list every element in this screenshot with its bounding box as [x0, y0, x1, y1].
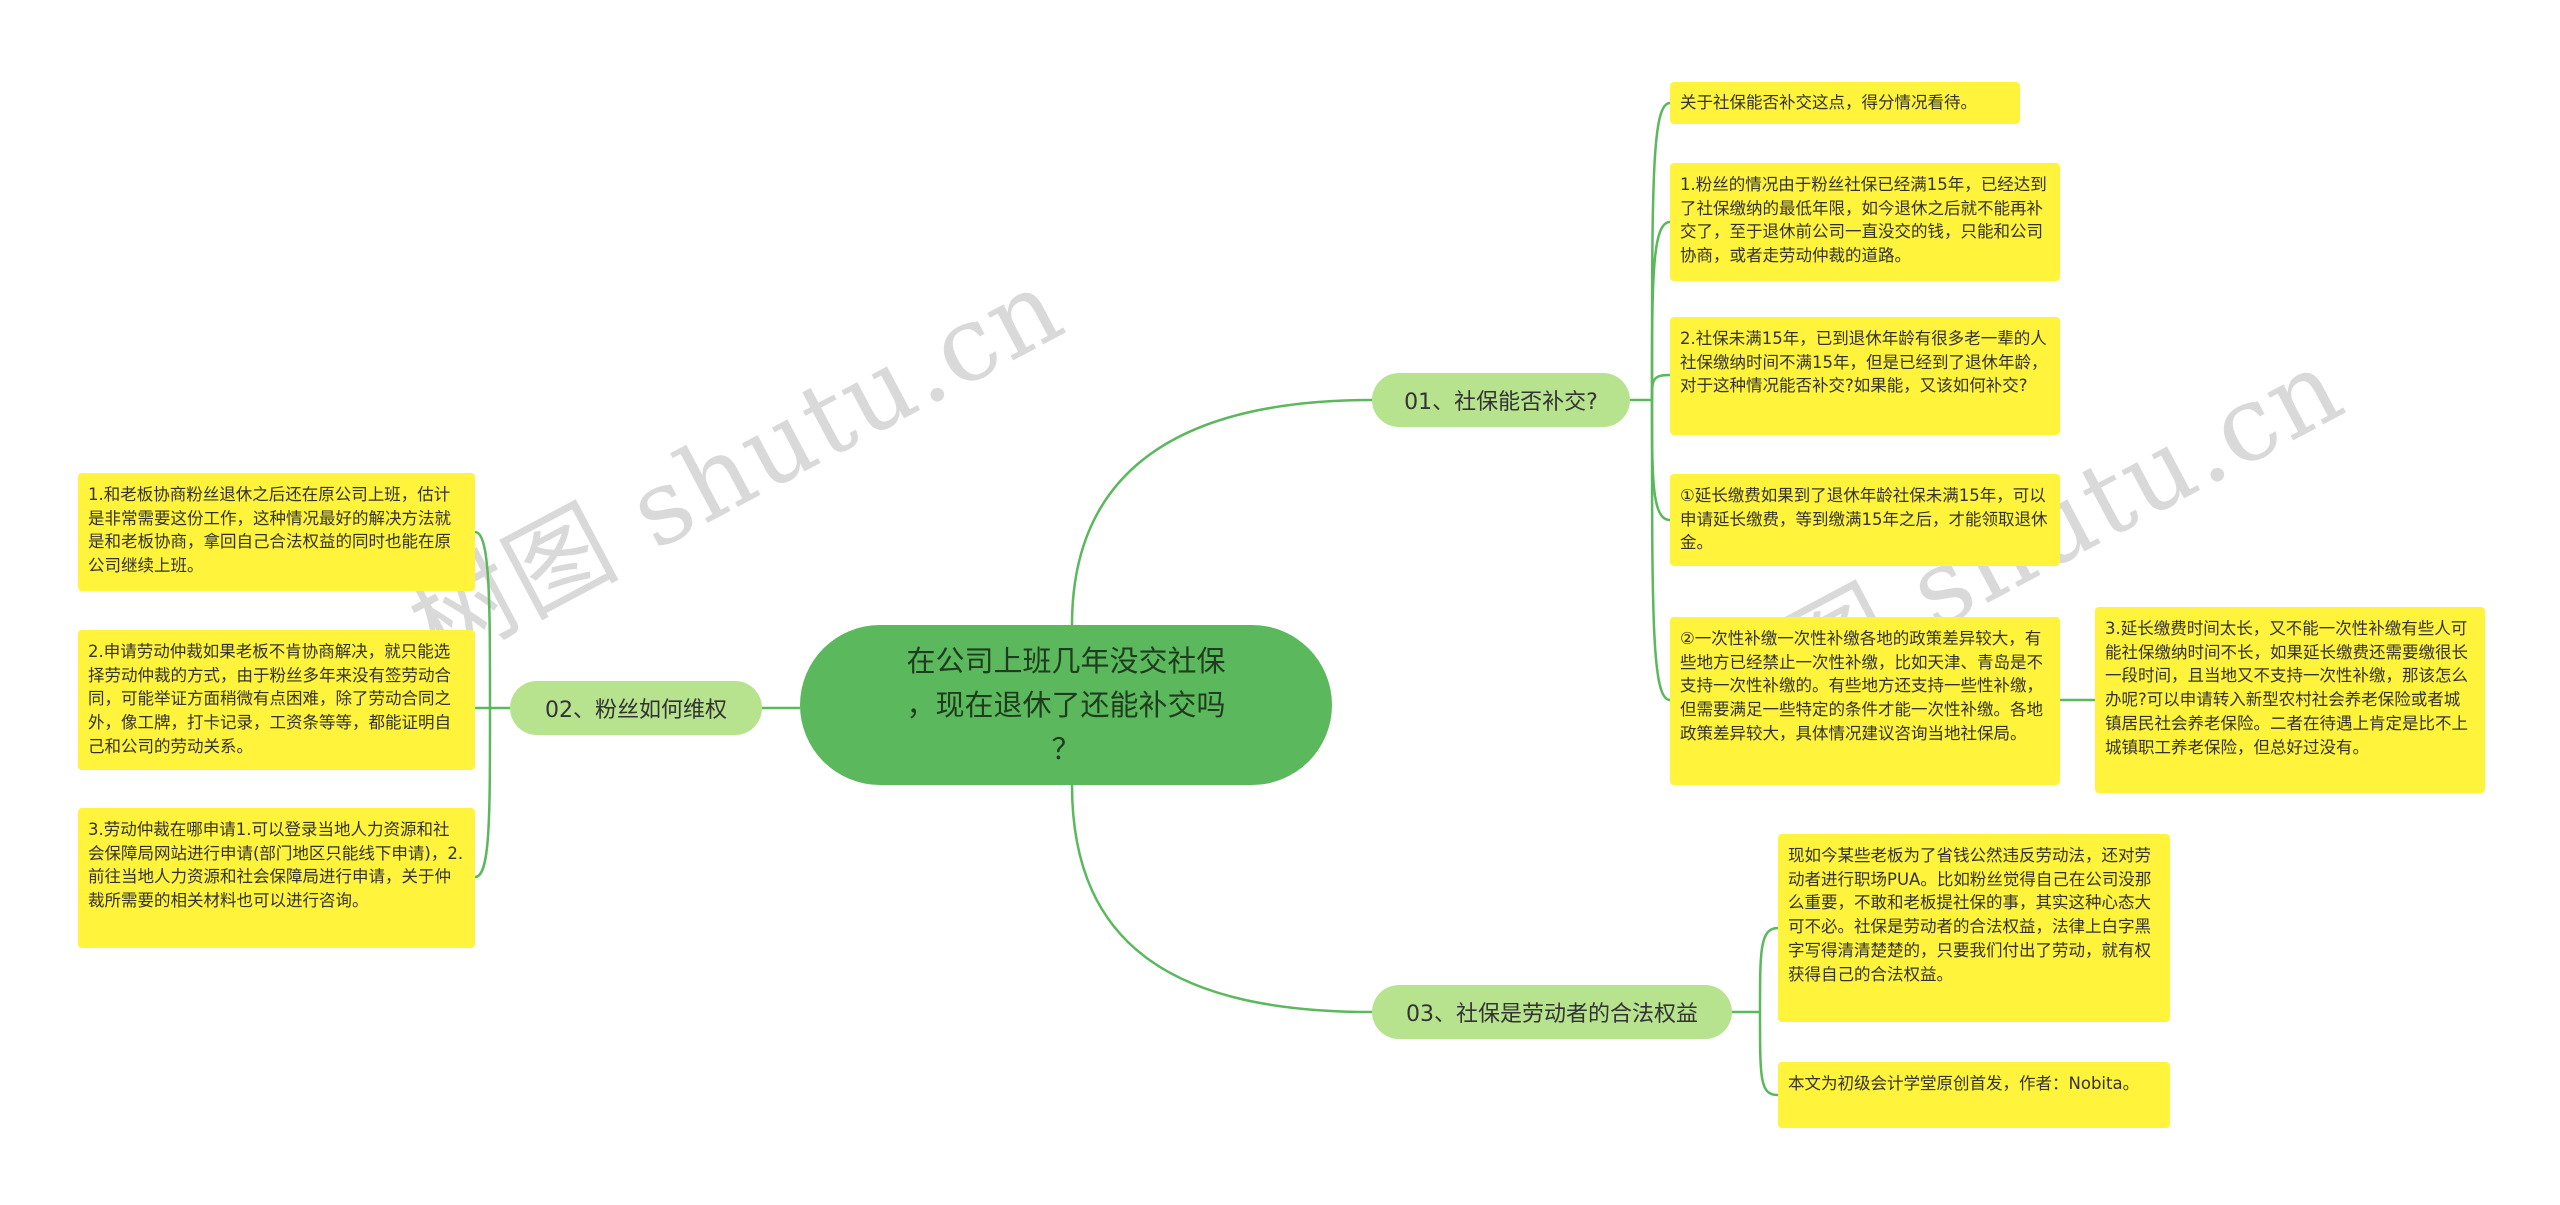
leaf-b3-2[interactable]: 本文为初级会计学堂原创首发，作者：Nobita。 — [1778, 1062, 2170, 1128]
leaf-b2-3[interactable]: 3.劳动仲裁在哪申请1.可以登录当地人力资源和社会保障局网站进行申请(部门地区只… — [78, 808, 475, 948]
branch-topic-01[interactable]: 01、社保能否补交? — [1372, 373, 1630, 427]
leaf-b2-2[interactable]: 2.申请劳动仲裁如果老板不肯协商解决，就只能选择劳动仲裁的方式，由于粉丝多年来没… — [78, 630, 475, 770]
leaf-b1-1[interactable]: 关于社保能否补交这点，得分情况看待。 — [1670, 82, 2020, 124]
link-b1-leaf2 — [1650, 220, 1671, 401]
link-b1-leaf4 — [1650, 399, 1671, 522]
link-b2-leaf1 — [474, 530, 492, 709]
central-topic[interactable]: 在公司上班几年没交社保 ，现在退休了还能补交吗 ？ — [800, 625, 1332, 785]
leaf-b1-4[interactable]: ①延长缴费如果到了退休年龄社保未满15年，可以申请延长缴费，等到缴满15年之后，… — [1670, 474, 2060, 566]
link-b3-leaf1 — [1758, 926, 1779, 1013]
link-b3-leaf2 — [1758, 1011, 1779, 1097]
leaf-b2-1[interactable]: 1.和老板协商粉丝退休之后还在原公司上班，估计是非常需要这份工作，这种情况最好的… — [78, 473, 475, 591]
link-b1-leaf3 — [1650, 373, 1671, 401]
link-central-b1 — [1070, 398, 1373, 626]
leaf-b1-5-sub[interactable]: 3.延长缴费时间太长，又不能一次性补缴有些人可能社保缴纳时间不长，如果延长缴费还… — [2095, 607, 2485, 793]
branch-topic-03[interactable]: 03、社保是劳动者的合法权益 — [1372, 985, 1732, 1039]
branch-topic-02[interactable]: 02、粉丝如何维权 — [510, 681, 762, 735]
leaf-b1-2[interactable]: 1.粉丝的情况由于粉丝社保已经满15年，已经达到了社保缴纳的最低年限，如今退休之… — [1670, 163, 2060, 281]
link-central-b3 — [1070, 784, 1373, 1014]
leaf-b3-1[interactable]: 现如今某些老板为了省钱公然违反劳动法，还对劳动者进行职场PUA。比如粉丝觉得自己… — [1778, 834, 2170, 1022]
link-b1-leaf5 — [1650, 399, 1671, 702]
leaf-b1-5[interactable]: ②一次性补缴一次性补缴各地的政策差异较大，有些地方已经禁止一次性补缴，比如天津、… — [1670, 617, 2060, 785]
link-b2-leaf3 — [474, 707, 492, 879]
leaf-b1-3[interactable]: 2.社保未满15年，已到退休年龄有很多老一辈的人社保缴纳时间不满15年，但是已经… — [1670, 317, 2060, 435]
